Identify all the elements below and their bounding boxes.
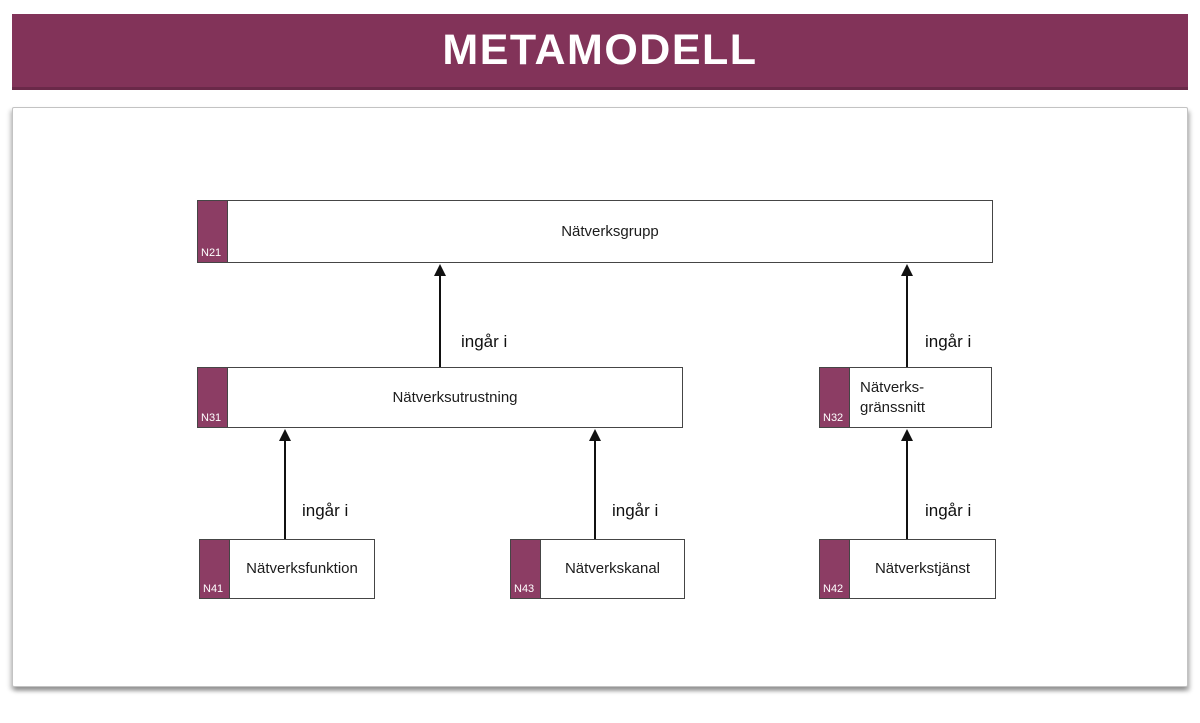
node-tag: N21 <box>198 201 228 262</box>
node-label: Nätverks- gränssnitt <box>850 368 991 427</box>
arrowhead-icon <box>589 429 601 441</box>
edge-label-ingar-i: ingår i <box>925 501 972 520</box>
node-label: Nätverksutrustning <box>392 388 518 406</box>
edge-label-ingar-i: ingår i <box>302 501 349 520</box>
node-id: N32 <box>823 412 844 424</box>
node-label: Nätverkstjänst <box>874 560 971 577</box>
arrowhead-icon <box>434 264 446 276</box>
node-tag: N32 <box>820 368 850 427</box>
arrow-line <box>594 438 596 539</box>
node-label: Nätverksfunktion <box>246 560 358 577</box>
node-natverksutrustning: N31 Nätverksutrustning <box>197 367 683 428</box>
arrow-line <box>906 273 908 367</box>
node-tag: N43 <box>511 540 541 598</box>
edge-label-ingar-i: ingår i <box>925 332 972 351</box>
arrow-line <box>439 273 441 367</box>
arrow-n32-to-n21 <box>901 264 913 367</box>
header-bar: METAMODELL <box>12 14 1188 90</box>
arrow-n41-to-n31 <box>279 429 291 539</box>
node-natverksfunktion: N41 Nätverksfunktion <box>199 539 375 599</box>
node-label-line-2: gränssnitt <box>860 398 926 416</box>
arrowhead-icon <box>901 429 913 441</box>
node-id: N42 <box>823 583 844 595</box>
node-natverkskanal: N43 Nätverkskanal <box>510 539 685 599</box>
node-id: N41 <box>203 583 224 595</box>
node-id: N21 <box>201 247 222 259</box>
node-tag: N31 <box>198 368 228 427</box>
node-id: N43 <box>514 583 535 595</box>
arrow-n42-to-n32 <box>901 429 913 539</box>
node-natverksgrupp: N21 Nätverksgrupp <box>197 200 993 263</box>
arrowhead-icon <box>901 264 913 276</box>
edge-label-ingar-i: ingår i <box>461 332 508 351</box>
node-id: N31 <box>201 412 222 424</box>
arrow-n31-to-n21 <box>434 264 446 367</box>
edge-label-ingar-i: ingår i <box>612 501 659 520</box>
node-natverksgranssnitt: N32 Nätverks- gränssnitt <box>819 367 992 428</box>
node-label: Nätverksgrupp <box>561 222 659 240</box>
node-tag: N41 <box>200 540 230 598</box>
arrow-line <box>284 438 286 539</box>
page-title: METAMODELL <box>442 26 758 74</box>
arrowhead-icon <box>279 429 291 441</box>
node-tag: N42 <box>820 540 850 598</box>
node-label-line-1: Nätverks- <box>860 378 925 396</box>
arrow-n43-to-n31 <box>589 429 601 539</box>
node-label: Nätverkskanal <box>564 560 661 577</box>
node-natverkstjanst: N42 Nätverkstjänst <box>819 539 996 599</box>
arrow-line <box>906 438 908 539</box>
